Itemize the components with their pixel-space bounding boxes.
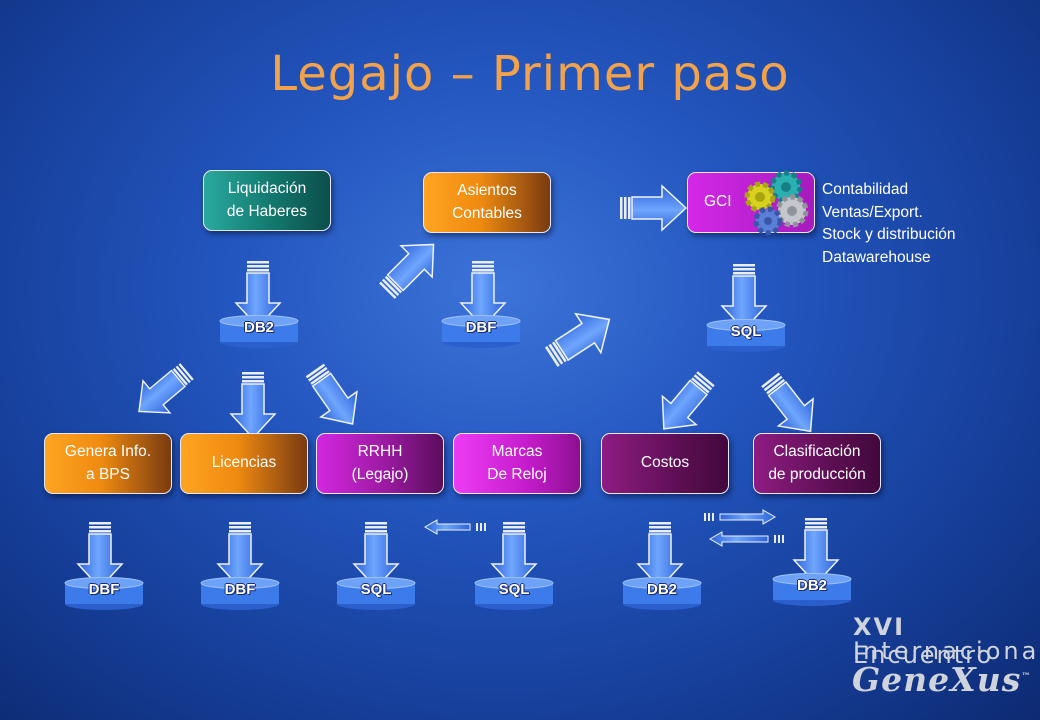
arrow-db-to-asientos — [370, 228, 450, 308]
trademark-symbol: ™ — [1021, 672, 1032, 682]
db-cylinder-marcas: SQL — [474, 577, 554, 611]
db-cylinder-genera: DBF — [64, 577, 144, 611]
logo-line-1: XVI Encuentro — [853, 613, 1040, 669]
db-cylinder-clasificacion: DB2 — [772, 573, 852, 607]
gears-icon — [744, 170, 809, 236]
db-label: DBF — [88, 581, 120, 598]
db-label: DBF — [224, 581, 256, 598]
arrow-rrhh-to-gci — [537, 299, 623, 378]
gci-module-item: Contabilidad — [822, 181, 909, 198]
db-cylinder-costos: DB2 — [622, 577, 702, 611]
db-cylinder-licencias: DBF — [200, 577, 280, 611]
db-cylinder-asientos: DBF — [441, 315, 521, 349]
genexus-logo: GeneXus™ — [852, 660, 1031, 699]
db-cylinder-gci: SQL — [706, 319, 786, 353]
gci-module-item: Stock y distribución — [822, 226, 956, 243]
box-genera: Genera Info. a BPS — [44, 433, 172, 494]
db-cylinder-liquidacion: DB2 — [219, 315, 299, 349]
box-marcas: Marcas De Reloj — [453, 433, 581, 494]
logo-edition: XVI — [853, 613, 906, 641]
box-licencias: Licencias — [180, 433, 308, 494]
arrow-asientos-to-gci — [619, 185, 687, 231]
db-label: DB2 — [796, 577, 827, 594]
slide-title: Legajo – Primer paso — [270, 46, 790, 102]
logo-line-2: Internacional — [853, 637, 1040, 665]
db-label: DB2 — [243, 319, 274, 336]
arrow-costos-to-clasif — [704, 509, 776, 525]
arrow-clasif-to-costos — [709, 531, 784, 547]
db-label: DBF — [465, 319, 497, 336]
logo-encuentro: Encuentro — [853, 641, 994, 669]
arrow-sql-to-costos — [646, 363, 724, 444]
db-label: DB2 — [646, 581, 677, 598]
gci-modules-list: Contabilidad Ventas/Export. Stock y dist… — [822, 179, 956, 269]
gci-module-item: Ventas/Export. — [822, 203, 923, 221]
box-asientos: Asientos Contables — [423, 172, 551, 233]
arrow-db-to-rrhh — [295, 356, 372, 438]
arrow-db-to-genera — [124, 354, 202, 429]
box-rrhh: RRHH (Legajo) — [316, 433, 444, 494]
db-label: SQL — [498, 581, 530, 598]
db-label: SQL — [360, 581, 392, 598]
box-costos: Costos — [601, 433, 729, 494]
genexus-wordmark: GeneXus — [852, 660, 1022, 699]
arrow-db-to-licencias — [230, 371, 276, 439]
arrow-marcas-to-rrhh — [424, 519, 486, 535]
db-cylinder-rrhh: SQL — [336, 577, 416, 611]
box-liquidacion: Liquidación de Haberes — [203, 170, 331, 231]
box-clasificacion: Clasificación de producción — [753, 433, 881, 494]
gci-module-item: Datawarehouse — [822, 248, 931, 266]
db-label: SQL — [730, 323, 762, 340]
